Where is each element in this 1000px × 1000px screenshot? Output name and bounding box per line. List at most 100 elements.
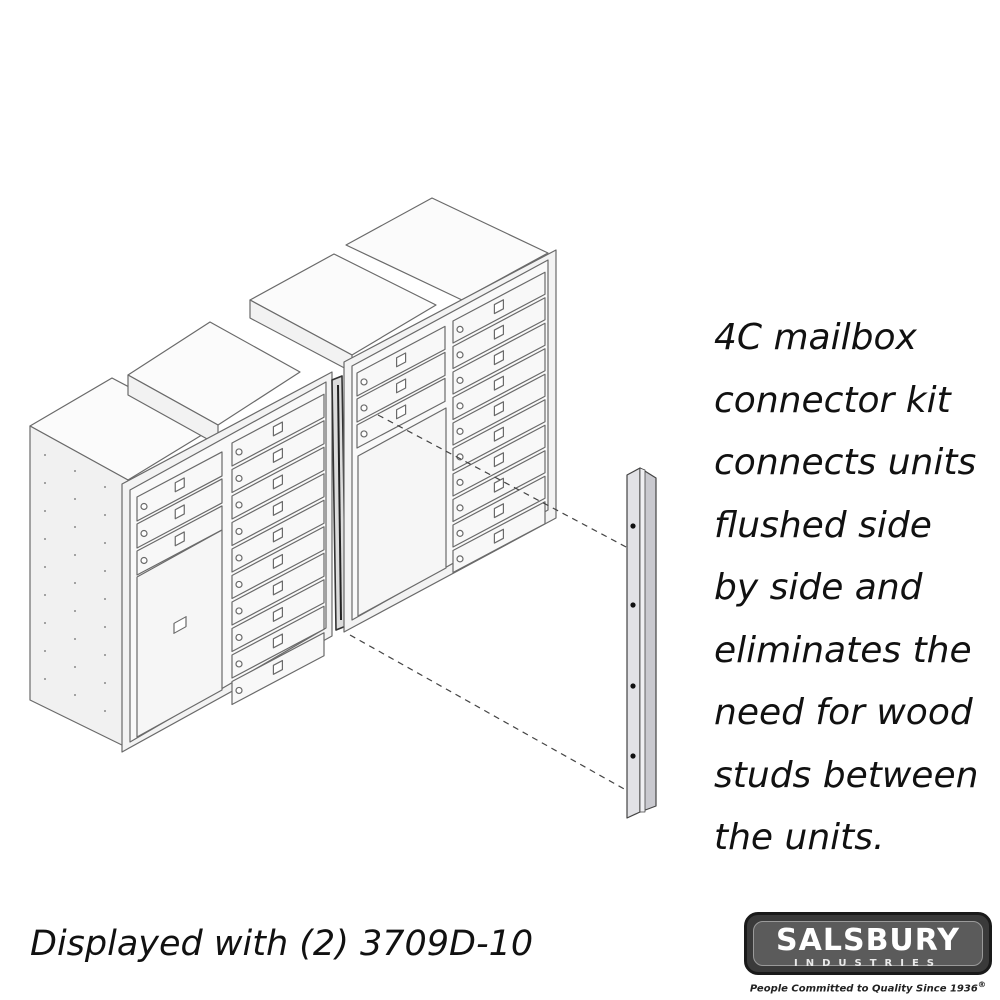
connector-kit-rail-face: [626, 467, 641, 819]
door-label-window: [493, 477, 504, 493]
door-lock-icon: [456, 478, 464, 486]
left-parcel-door-label: [173, 615, 187, 635]
door-lock-icon: [235, 474, 243, 483]
door-lock-icon: [456, 427, 464, 435]
door-lock-icon: [456, 351, 464, 359]
logo-name: SALSBURY: [776, 923, 960, 958]
description-line: 4C mailbox: [714, 317, 917, 358]
door-label-window: [396, 404, 407, 420]
door-lock-icon: [235, 660, 243, 668]
door-lock-icon: [456, 555, 464, 563]
description-line: flushed side: [714, 504, 932, 546]
door-label-window: [174, 531, 185, 547]
description-line: eliminates the: [714, 629, 972, 671]
side-rivet: [74, 498, 76, 500]
side-rivet: [44, 594, 46, 596]
door-label-window: [272, 580, 283, 596]
door-label-window: [493, 528, 504, 544]
door-label-window: [493, 350, 504, 366]
side-rivet: [104, 626, 106, 628]
description-line: connects units: [714, 442, 977, 483]
side-rivet: [74, 610, 76, 612]
door-label-window: [493, 401, 504, 417]
door-label-window: [272, 659, 283, 675]
door-lock-icon: [456, 376, 464, 384]
door-label-window: [493, 452, 504, 468]
door-lock-icon: [235, 501, 243, 509]
salsbury-logo: SALSBURY INDUSTRIES People Committed to …: [744, 912, 992, 1000]
door-label-window: [272, 527, 283, 543]
door-lock-icon: [456, 529, 464, 537]
side-rivet: [44, 510, 46, 512]
door-lock-icon: [140, 502, 148, 511]
door-label-window: [174, 477, 185, 493]
connector-kit-rail-lip: [639, 467, 646, 813]
side-rivet: [74, 638, 76, 640]
door-lock-icon: [456, 504, 464, 512]
side-rivet: [44, 454, 46, 456]
description-line: by side and: [714, 567, 923, 608]
side-rivet: [44, 622, 46, 624]
guide-line-top: [377, 414, 629, 549]
side-rivet: [74, 554, 76, 556]
side-rivet: [104, 654, 106, 656]
side-rivet: [74, 666, 76, 668]
side-rivet: [104, 598, 106, 600]
side-rivet: [74, 694, 76, 696]
description-line: need for wood: [714, 692, 973, 733]
side-rivet: [44, 482, 46, 484]
side-rivet: [74, 582, 76, 584]
door-label-window: [493, 503, 504, 519]
description-line: connector kit: [714, 379, 951, 421]
door-label-window: [493, 324, 504, 340]
door-label-window: [272, 421, 283, 437]
door-lock-icon: [235, 633, 243, 642]
left-unit-side-wall: [29, 425, 129, 749]
side-rivet: [104, 570, 106, 572]
logo-subtitle: INDUSTRIES: [794, 958, 942, 969]
door-label-window: [396, 352, 407, 368]
side-rivet: [104, 682, 106, 684]
door-lock-icon: [140, 556, 148, 565]
left-parcel-door: [136, 529, 223, 738]
description-line: studs between: [714, 754, 979, 796]
logo-tagline: People Committed to Quality Since 1936®: [744, 979, 992, 994]
door-label-window: [174, 504, 185, 520]
side-rivet: [104, 514, 106, 516]
description-line: the units.: [714, 817, 885, 858]
door-label-window: [272, 606, 283, 622]
side-rivet: [104, 542, 106, 544]
door-lock-icon: [456, 325, 464, 333]
logo-badge-inner: [753, 921, 983, 966]
side-rivet: [74, 526, 76, 528]
door-lock-icon: [360, 378, 368, 386]
logo-tagline-text: People Committed to Quality Since 1936: [749, 983, 978, 995]
door-lock-icon: [456, 402, 464, 410]
door-label-window: [272, 633, 283, 649]
door-lock-icon: [140, 529, 148, 538]
guide-line-bottom: [349, 634, 627, 791]
side-rivet: [44, 650, 46, 652]
door-label-window: [396, 378, 407, 394]
door-lock-icon: [235, 607, 243, 615]
side-rivet: [44, 678, 46, 680]
door-lock-icon: [235, 527, 243, 536]
door-label-window: [272, 553, 283, 569]
side-rivet: [104, 710, 106, 712]
door-label-window: [493, 299, 504, 315]
registered-mark: ®: [977, 979, 987, 989]
door-label-window: [493, 375, 504, 391]
side-rivet: [44, 566, 46, 568]
side-rivet: [74, 470, 76, 472]
door-lock-icon: [360, 404, 368, 412]
product-caption: Displayed with (2) 3709D-10: [30, 924, 534, 964]
door-label-window: [272, 474, 283, 490]
door-label-window: [493, 426, 504, 442]
door-label-window: [272, 447, 283, 463]
door-lock-icon: [235, 686, 243, 695]
logo-badge: SALSBURY INDUSTRIES: [744, 912, 992, 975]
door-lock-icon: [235, 554, 243, 562]
door-lock-icon: [360, 430, 368, 438]
right-parcel-door: [357, 407, 447, 617]
